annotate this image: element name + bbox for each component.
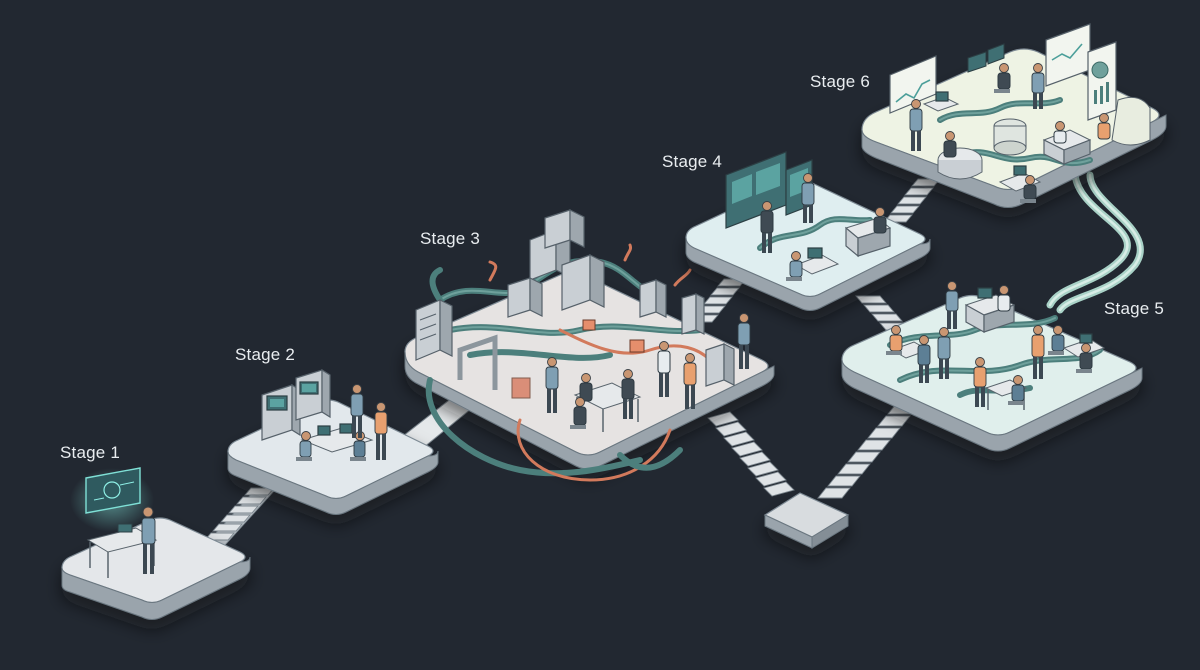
stage-4-analytics-room xyxy=(725,151,892,281)
landing-platform xyxy=(763,492,850,549)
person-icon xyxy=(683,353,697,409)
stage-5-platform xyxy=(841,294,1143,452)
person-icon xyxy=(997,285,1011,312)
person-icon xyxy=(994,63,1011,93)
stage-6-executive-room xyxy=(889,23,1151,203)
pod-chair-icon xyxy=(1111,96,1151,146)
person-icon xyxy=(296,431,312,461)
pipe-icon xyxy=(425,377,683,482)
person-icon xyxy=(943,131,957,158)
pipe-icon xyxy=(757,216,873,251)
person-icon xyxy=(545,357,559,413)
monitor-icon xyxy=(1045,23,1117,121)
staircase-icon xyxy=(817,403,921,499)
person-icon xyxy=(973,357,987,407)
person-icon xyxy=(937,327,951,379)
stage-6-label: Stage 6 xyxy=(810,72,870,91)
person-icon xyxy=(1008,375,1025,405)
person-icon xyxy=(786,251,803,281)
server-rack-icon xyxy=(415,299,453,361)
desk-icon xyxy=(1042,129,1092,165)
stage-1-label: Stage 1 xyxy=(60,443,120,462)
desk-icon xyxy=(922,91,960,112)
person-icon xyxy=(1048,325,1065,355)
person-icon xyxy=(1020,175,1037,203)
stage-4-label: Stage 4 xyxy=(662,152,722,171)
person-icon xyxy=(621,369,635,419)
staircase-icon xyxy=(203,487,277,546)
stage-5-collaboration-room xyxy=(886,281,1106,410)
pipe-icon xyxy=(1046,171,1144,314)
stage-5-label: Stage 5 xyxy=(1104,299,1164,318)
control-console-icon xyxy=(261,368,331,441)
person-icon xyxy=(657,341,671,397)
person-icon xyxy=(579,373,593,402)
server-rack-icon xyxy=(507,209,605,318)
person-icon xyxy=(873,207,887,234)
stage-2-control-room xyxy=(261,368,388,461)
person-icon xyxy=(570,397,587,429)
person-icon xyxy=(917,335,931,383)
monitor-icon xyxy=(85,467,141,514)
person-icon xyxy=(1076,343,1093,373)
person-icon xyxy=(1097,113,1111,140)
stage-3-label: Stage 3 xyxy=(420,229,480,248)
frame-icon xyxy=(457,334,531,399)
stage-2-label: Stage 2 xyxy=(235,345,295,364)
person-icon xyxy=(737,313,751,369)
person-icon xyxy=(945,281,959,329)
server-rack-icon xyxy=(639,279,705,335)
person-icon xyxy=(886,325,903,355)
person-icon xyxy=(760,201,774,253)
stage-1-workstation xyxy=(70,467,158,578)
person-icon xyxy=(801,173,815,223)
staircase-icon xyxy=(707,411,795,497)
person-icon xyxy=(1031,63,1045,109)
monitor-icon xyxy=(967,43,1005,73)
person-icon xyxy=(350,384,364,438)
person-icon xyxy=(1031,325,1045,379)
person-icon xyxy=(374,402,388,460)
person-icon xyxy=(141,506,156,574)
stage-3-server-room xyxy=(415,209,751,432)
staircase-icon xyxy=(883,178,941,223)
desk-icon xyxy=(794,247,840,275)
data-cylinder-icon xyxy=(993,118,1027,156)
pipe-icon xyxy=(887,315,1103,398)
person-icon xyxy=(909,99,923,151)
staircase-icon xyxy=(855,295,911,331)
stage-3-platform xyxy=(404,271,775,470)
person-icon xyxy=(1053,121,1067,144)
